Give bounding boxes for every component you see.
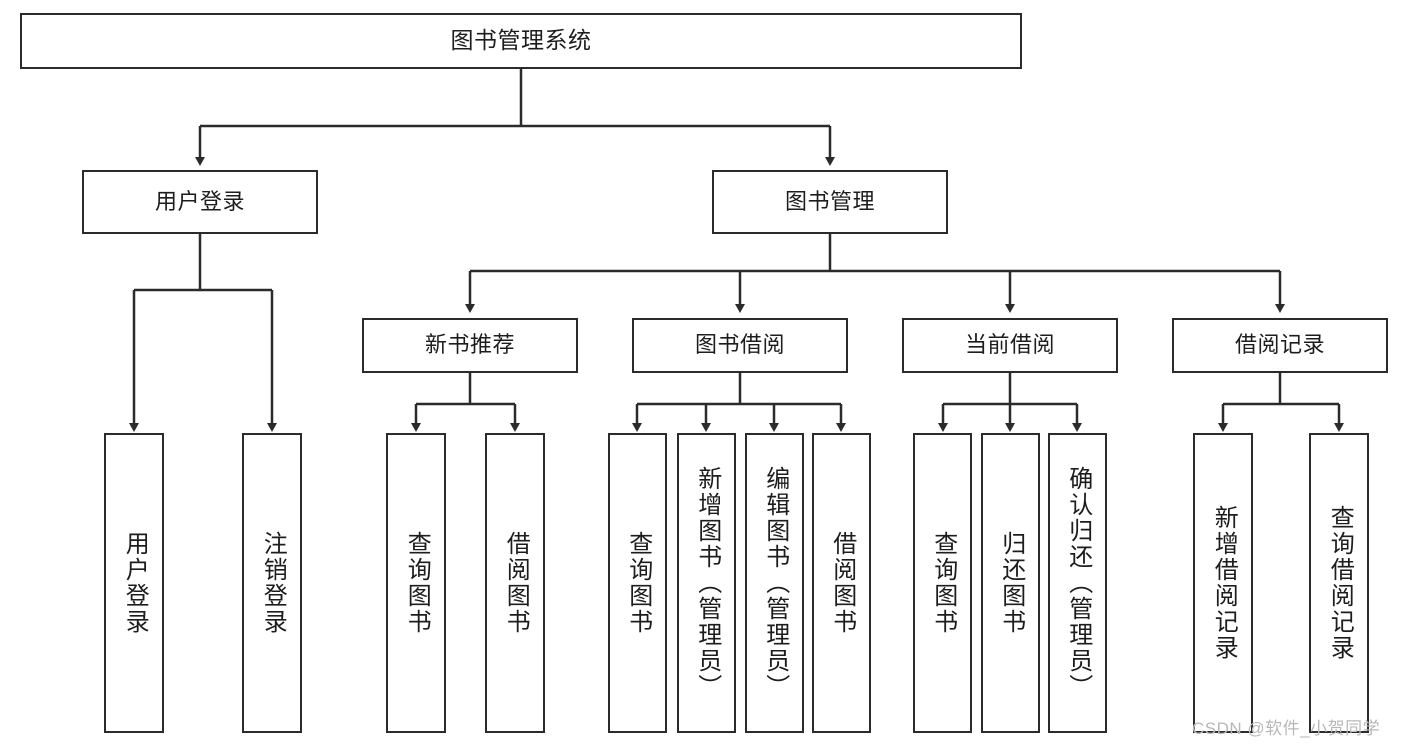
node-book-management[interactable]: 图书管理	[712, 170, 948, 234]
node-label: 编辑图书（管理员）	[761, 466, 789, 700]
node-user-login[interactable]: 用户登录	[82, 170, 318, 234]
leaf-user-logout[interactable]: 注销登录	[242, 433, 302, 733]
leaf-record-add-record[interactable]: 新增借阅记录	[1193, 433, 1253, 733]
node-label: 图书管理系统	[450, 27, 592, 54]
node-label: 注销登录	[259, 531, 287, 635]
node-borrow-record[interactable]: 借阅记录	[1172, 318, 1388, 373]
node-label: 借阅图书	[828, 531, 856, 635]
node-label: 新增图书（管理员）	[693, 466, 721, 700]
node-label: 查询图书	[929, 531, 957, 635]
leaf-current-query-book[interactable]: 查询图书	[913, 433, 972, 733]
node-label: 查询借阅记录	[1326, 505, 1354, 661]
leaf-borrow-edit-book-admin[interactable]: 编辑图书（管理员）	[745, 433, 804, 733]
node-current-borrow[interactable]: 当前借阅	[902, 318, 1118, 373]
node-label: 图书管理	[784, 188, 875, 214]
leaf-recommend-borrow-book[interactable]: 借阅图书	[485, 433, 545, 733]
leaf-borrow-borrow-book[interactable]: 借阅图书	[812, 433, 871, 733]
node-label: 借阅图书	[502, 531, 530, 635]
node-label: 查询图书	[624, 531, 652, 635]
node-label: 借阅记录	[1234, 332, 1325, 358]
node-root-system[interactable]: 图书管理系统	[20, 13, 1022, 69]
leaf-current-return-book[interactable]: 归还图书	[981, 433, 1040, 733]
leaf-borrow-add-book-admin[interactable]: 新增图书（管理员）	[677, 433, 736, 733]
node-label: 新书推荐	[424, 332, 515, 358]
leaf-record-query-record[interactable]: 查询借阅记录	[1309, 433, 1369, 733]
leaf-borrow-query-book[interactable]: 查询图书	[608, 433, 667, 733]
node-book-borrow[interactable]: 图书借阅	[632, 318, 848, 373]
leaf-recommend-query-book[interactable]: 查询图书	[386, 433, 446, 733]
leaf-current-confirm-return-admin[interactable]: 确认归还（管理员）	[1048, 433, 1107, 733]
node-label: 新增借阅记录	[1210, 505, 1238, 661]
node-label: 当前借阅	[964, 332, 1055, 358]
node-label: 用户登录	[121, 531, 149, 635]
leaf-user-login[interactable]: 用户登录	[104, 433, 164, 733]
node-new-book-recommend[interactable]: 新书推荐	[362, 318, 578, 373]
node-label: 图书借阅	[694, 332, 785, 358]
node-label: 查询图书	[403, 531, 431, 635]
csdn-watermark: CSDN @软件_小贺同学	[1192, 719, 1381, 738]
node-label: 用户登录	[154, 188, 245, 214]
node-label: 确认归还（管理员）	[1064, 466, 1092, 700]
node-label: 归还图书	[997, 531, 1025, 635]
